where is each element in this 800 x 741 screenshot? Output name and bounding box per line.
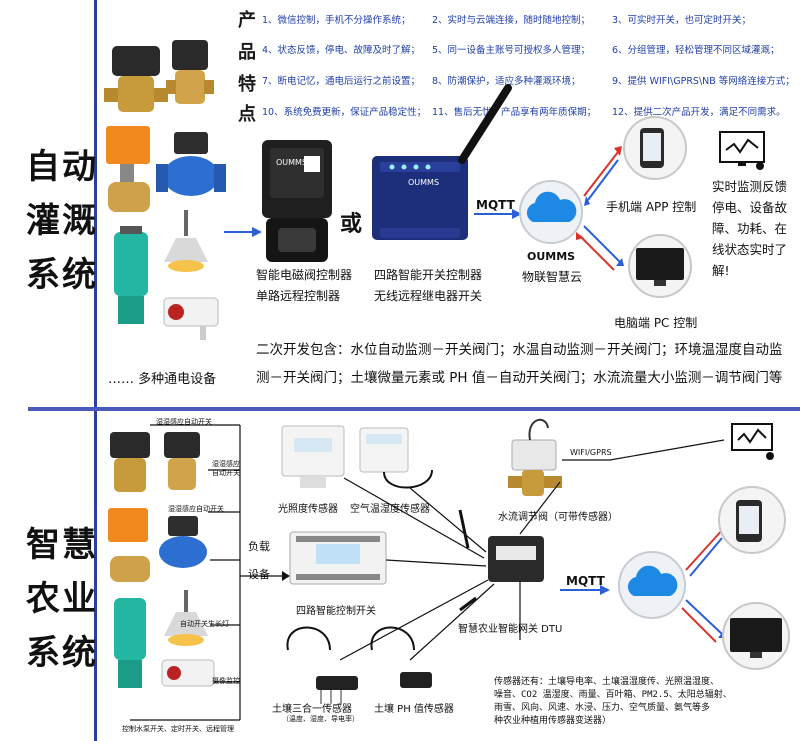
phone-app-icon <box>623 116 687 180</box>
feature-item: 7、断电记忆，通电后运行之前设置； <box>262 76 421 87</box>
monitor-text-line: 障、功耗、在 <box>712 221 788 236</box>
monitor-icon <box>719 131 765 170</box>
bottom-pump-icon <box>114 598 146 688</box>
soil-sensor-devices <box>286 626 432 704</box>
bottom-title-line3: 系统 <box>26 633 98 673</box>
dtu-label: 智慧农业智能网关 DTU <box>458 624 563 635</box>
sensors-text-line: 噪音、CO2 温湿度、雨量、百叶箱、PM2.5、太阳总辐射、 <box>494 690 732 700</box>
pc-icon <box>628 234 692 298</box>
soil3-sub: （温度、湿度、导电率） <box>282 715 359 723</box>
feature-item: 10、系统免费更新，保证产品稳定性； <box>262 107 427 118</box>
bottom-title-line2: 农业 <box>26 579 98 619</box>
relay-controller-device <box>372 84 512 240</box>
pc-label: 电脑端 PC 控制 <box>614 316 698 330</box>
bottom-monitor-icon <box>731 423 774 460</box>
controller2-label1: 四路智能开关控制器 <box>374 268 483 282</box>
feature-item: 8、防潮保护，适应多种灌溉环境； <box>432 76 581 87</box>
monitor-text-line: 解! <box>712 263 730 278</box>
controller1-brand: OUMMS <box>276 158 308 167</box>
feature-item: 11、售后无忧，产品享有两年质保期； <box>432 107 597 118</box>
light-sensor-device <box>281 425 345 488</box>
tag-control: 控制水泵开关、定时开关、远程管理 <box>122 725 234 733</box>
dev-description-line: 二次开发包含：水位自动监测－开关阀门；水温自动监测－开关阀门；环境温湿度自动监 <box>256 342 783 358</box>
load-label: 负载 设备 <box>248 540 270 581</box>
feature-item: 2、实时与云端连接，随时随地控制； <box>432 15 591 26</box>
wifi-label: WIFI/GPRS <box>570 448 612 457</box>
load-bracket-lines <box>130 424 282 721</box>
section-divider <box>28 407 800 411</box>
sensors-text-line: 传感器还有：土壤导电率、土壤温湿度传、光照温湿度、 <box>494 677 720 687</box>
feature-item: 5、同一设备主账号可授权多人管理； <box>432 45 591 56</box>
tag-humidity-auto3: 湿湿感应自动开关 <box>168 505 224 513</box>
air-sensor-device <box>359 427 433 489</box>
cloud-icon <box>519 180 583 244</box>
relay-switch-device <box>289 531 387 585</box>
bottom-phone-icon <box>718 486 786 554</box>
tag-humidity-auto2: 湿湿感应 自动开关 <box>212 460 240 477</box>
grow-lamp-icon <box>164 210 208 272</box>
bottom-title-line1: 智慧 <box>26 525 98 565</box>
top-title-line2: 灌溉 <box>26 201 98 241</box>
sensors-text: 传感器还有：土壤导电率、土壤温湿度传、光照温湿度、 噪音、CO2 温湿度、雨量、… <box>494 676 732 728</box>
brass-valve-icon <box>104 40 214 112</box>
dtu-gateway-device <box>458 509 544 612</box>
bottom-camera-icon <box>161 659 215 687</box>
feature-heading-char: 点 <box>238 104 256 125</box>
mqtt-label-top: MQTT <box>476 198 515 212</box>
phone-label: 手机端 APP 控制 <box>606 200 697 214</box>
sensor-link-lines <box>339 477 561 661</box>
feature-heading-char: 产 <box>238 10 256 31</box>
top-title-line3: 系统 <box>26 255 98 295</box>
monitor-text: 实时监测反馈 停电、设备故 障、功耗、在 线状态实时了 解! <box>712 176 787 281</box>
devices-label: …… 多种通电设备 <box>108 372 217 387</box>
feature-item: 1、微信控制，手机不分操作系统； <box>262 15 411 26</box>
tag-camera: 摄像监控 <box>212 677 240 685</box>
left-divider-top <box>94 0 97 407</box>
camera-icon <box>163 297 219 340</box>
solenoid-controller-device <box>262 140 332 262</box>
flow-valve-device <box>508 418 562 496</box>
tag-auto-light: 自动开关生长灯 <box>180 620 229 628</box>
left-divider-bottom <box>94 411 97 741</box>
bottom-lamp-icon <box>164 590 208 646</box>
monitor-text-line: 线状态实时了 <box>712 242 788 257</box>
flange-valve-icon <box>156 132 226 196</box>
ph-label: 土壤 PH 值传感器 <box>374 704 454 715</box>
water-pump-icon <box>114 226 148 324</box>
mqtt-label-bottom: MQTT <box>566 574 605 588</box>
controller1-label2: 单路远程控制器 <box>256 289 341 303</box>
feature-heading-char: 特 <box>238 74 256 95</box>
or-text: 或 <box>340 212 363 237</box>
sensors-text-line: 种农业种植用传感器变送器） <box>494 716 612 726</box>
controller2-label2: 无线远程继电器开关 <box>374 289 483 303</box>
monitor-text-line: 停电、设备故 <box>712 200 788 215</box>
motor-valve-icon <box>106 126 150 212</box>
feature-item: 6、分组管理，轻松管理不同区域灌溉； <box>612 45 780 56</box>
dev-description-line: 测－开关阀门；土壤微量元素或 PH 值－自动开关阀门；水流流量大小监测－调节阀门… <box>256 370 783 386</box>
sensors-text-line: 雨雪、风向、风速、水浸、压力、空气质量、氨气等多 <box>494 703 711 713</box>
top-title-line1: 自动 <box>26 147 98 187</box>
bottom-valve-icons <box>108 432 207 582</box>
light-sensor-label: 光照度传感器 <box>278 504 338 515</box>
air-sensor-label: 空气温湿度传感器 <box>350 504 430 515</box>
bottom-pc-icon <box>722 602 790 670</box>
dev-description: 二次开发包含：水位自动监测－开关阀门；水温自动监测－开关阀门；环境温湿度自动监 … <box>256 336 796 392</box>
cloud-label: 物联智慧云 <box>522 270 583 284</box>
monitor-text-line: 实时监测反馈 <box>712 179 788 194</box>
feature-item: 4、状态反馈，停电、故障及时了解； <box>262 45 421 56</box>
valve-label: 水流调节阀（可带传感器） <box>498 512 618 523</box>
feature-item: 9、提供 WIFI\GPRS\NB 等网络连接方式； <box>612 76 795 87</box>
bottom-cloud-icon <box>618 551 686 619</box>
feature-heading-char: 品 <box>238 42 256 63</box>
relay-label: 四路智能控制开关 <box>296 606 376 617</box>
feature-item: 3、可实时开关，也可定时开关； <box>612 15 752 26</box>
tag-humidity-auto: 湿湿感应自动开关 <box>156 418 212 426</box>
soil3-label: 土壤三合一传感器 <box>272 704 352 715</box>
controller1-label1: 智能电磁阀控制器 <box>256 268 353 282</box>
cloud-brand: OUMMS <box>527 250 576 263</box>
feature-item: 12、提供二次产品开发，满足不同需求。 <box>612 107 786 118</box>
controller2-brand: OUMMS <box>408 178 440 187</box>
